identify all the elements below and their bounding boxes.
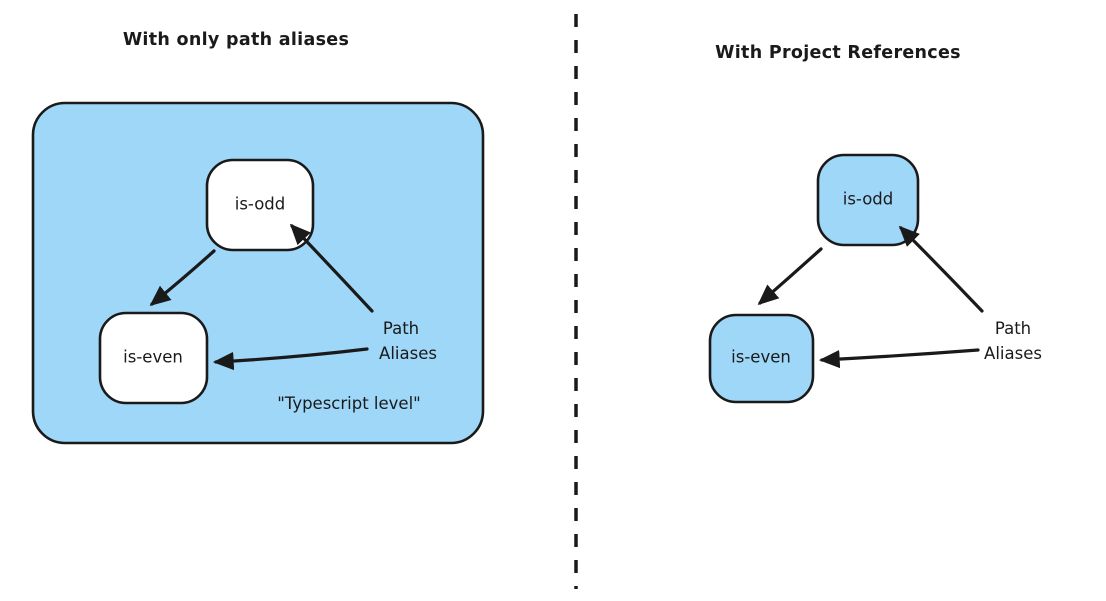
path-aliases-line1-left: Path	[383, 319, 419, 338]
node-is-even-left-label: is-even	[123, 348, 183, 367]
arrow-aliases-to-iseven-left	[212, 347, 369, 371]
arrow-isodd-to-iseven-right	[757, 247, 823, 306]
node-is-even-right-box	[708, 313, 815, 404]
typescript-level-container	[31, 101, 485, 445]
left-panel: With only path aliases is-odd is-even P	[31, 30, 485, 445]
path-aliases-line2-right: Aliases	[984, 344, 1042, 363]
arrow-aliases-to-iseven-right	[818, 348, 980, 369]
path-aliases-annotation-left: Path Aliases	[379, 319, 437, 363]
arrow-aliases-to-isodd-right	[898, 225, 984, 313]
path-aliases-annotation-right: Path Aliases	[984, 319, 1042, 363]
node-is-odd-right-box	[816, 153, 920, 247]
arrow-isodd-to-iseven-left	[149, 249, 216, 306]
node-is-odd-right-label: is-odd	[843, 190, 893, 209]
path-aliases-line1-right: Path	[995, 319, 1031, 338]
typescript-level-label: "Typescript level"	[277, 394, 421, 413]
left-panel-title: With only path aliases	[123, 30, 349, 50]
node-is-even-right: is-even	[708, 313, 815, 404]
node-is-odd-left: is-odd	[205, 158, 315, 252]
node-is-even-left-box	[98, 311, 209, 405]
node-is-even-left: is-even	[98, 311, 209, 405]
path-aliases-line2-left: Aliases	[379, 344, 437, 363]
node-is-odd-right: is-odd	[816, 153, 920, 247]
node-is-odd-left-label: is-odd	[235, 195, 285, 214]
node-is-even-right-label: is-even	[731, 348, 791, 367]
arrow-aliases-to-isodd-left	[289, 223, 374, 313]
right-panel: With Project References is-odd is-even P…	[708, 43, 1042, 404]
right-panel-title: With Project References	[715, 43, 961, 63]
node-is-odd-left-box	[205, 158, 315, 252]
